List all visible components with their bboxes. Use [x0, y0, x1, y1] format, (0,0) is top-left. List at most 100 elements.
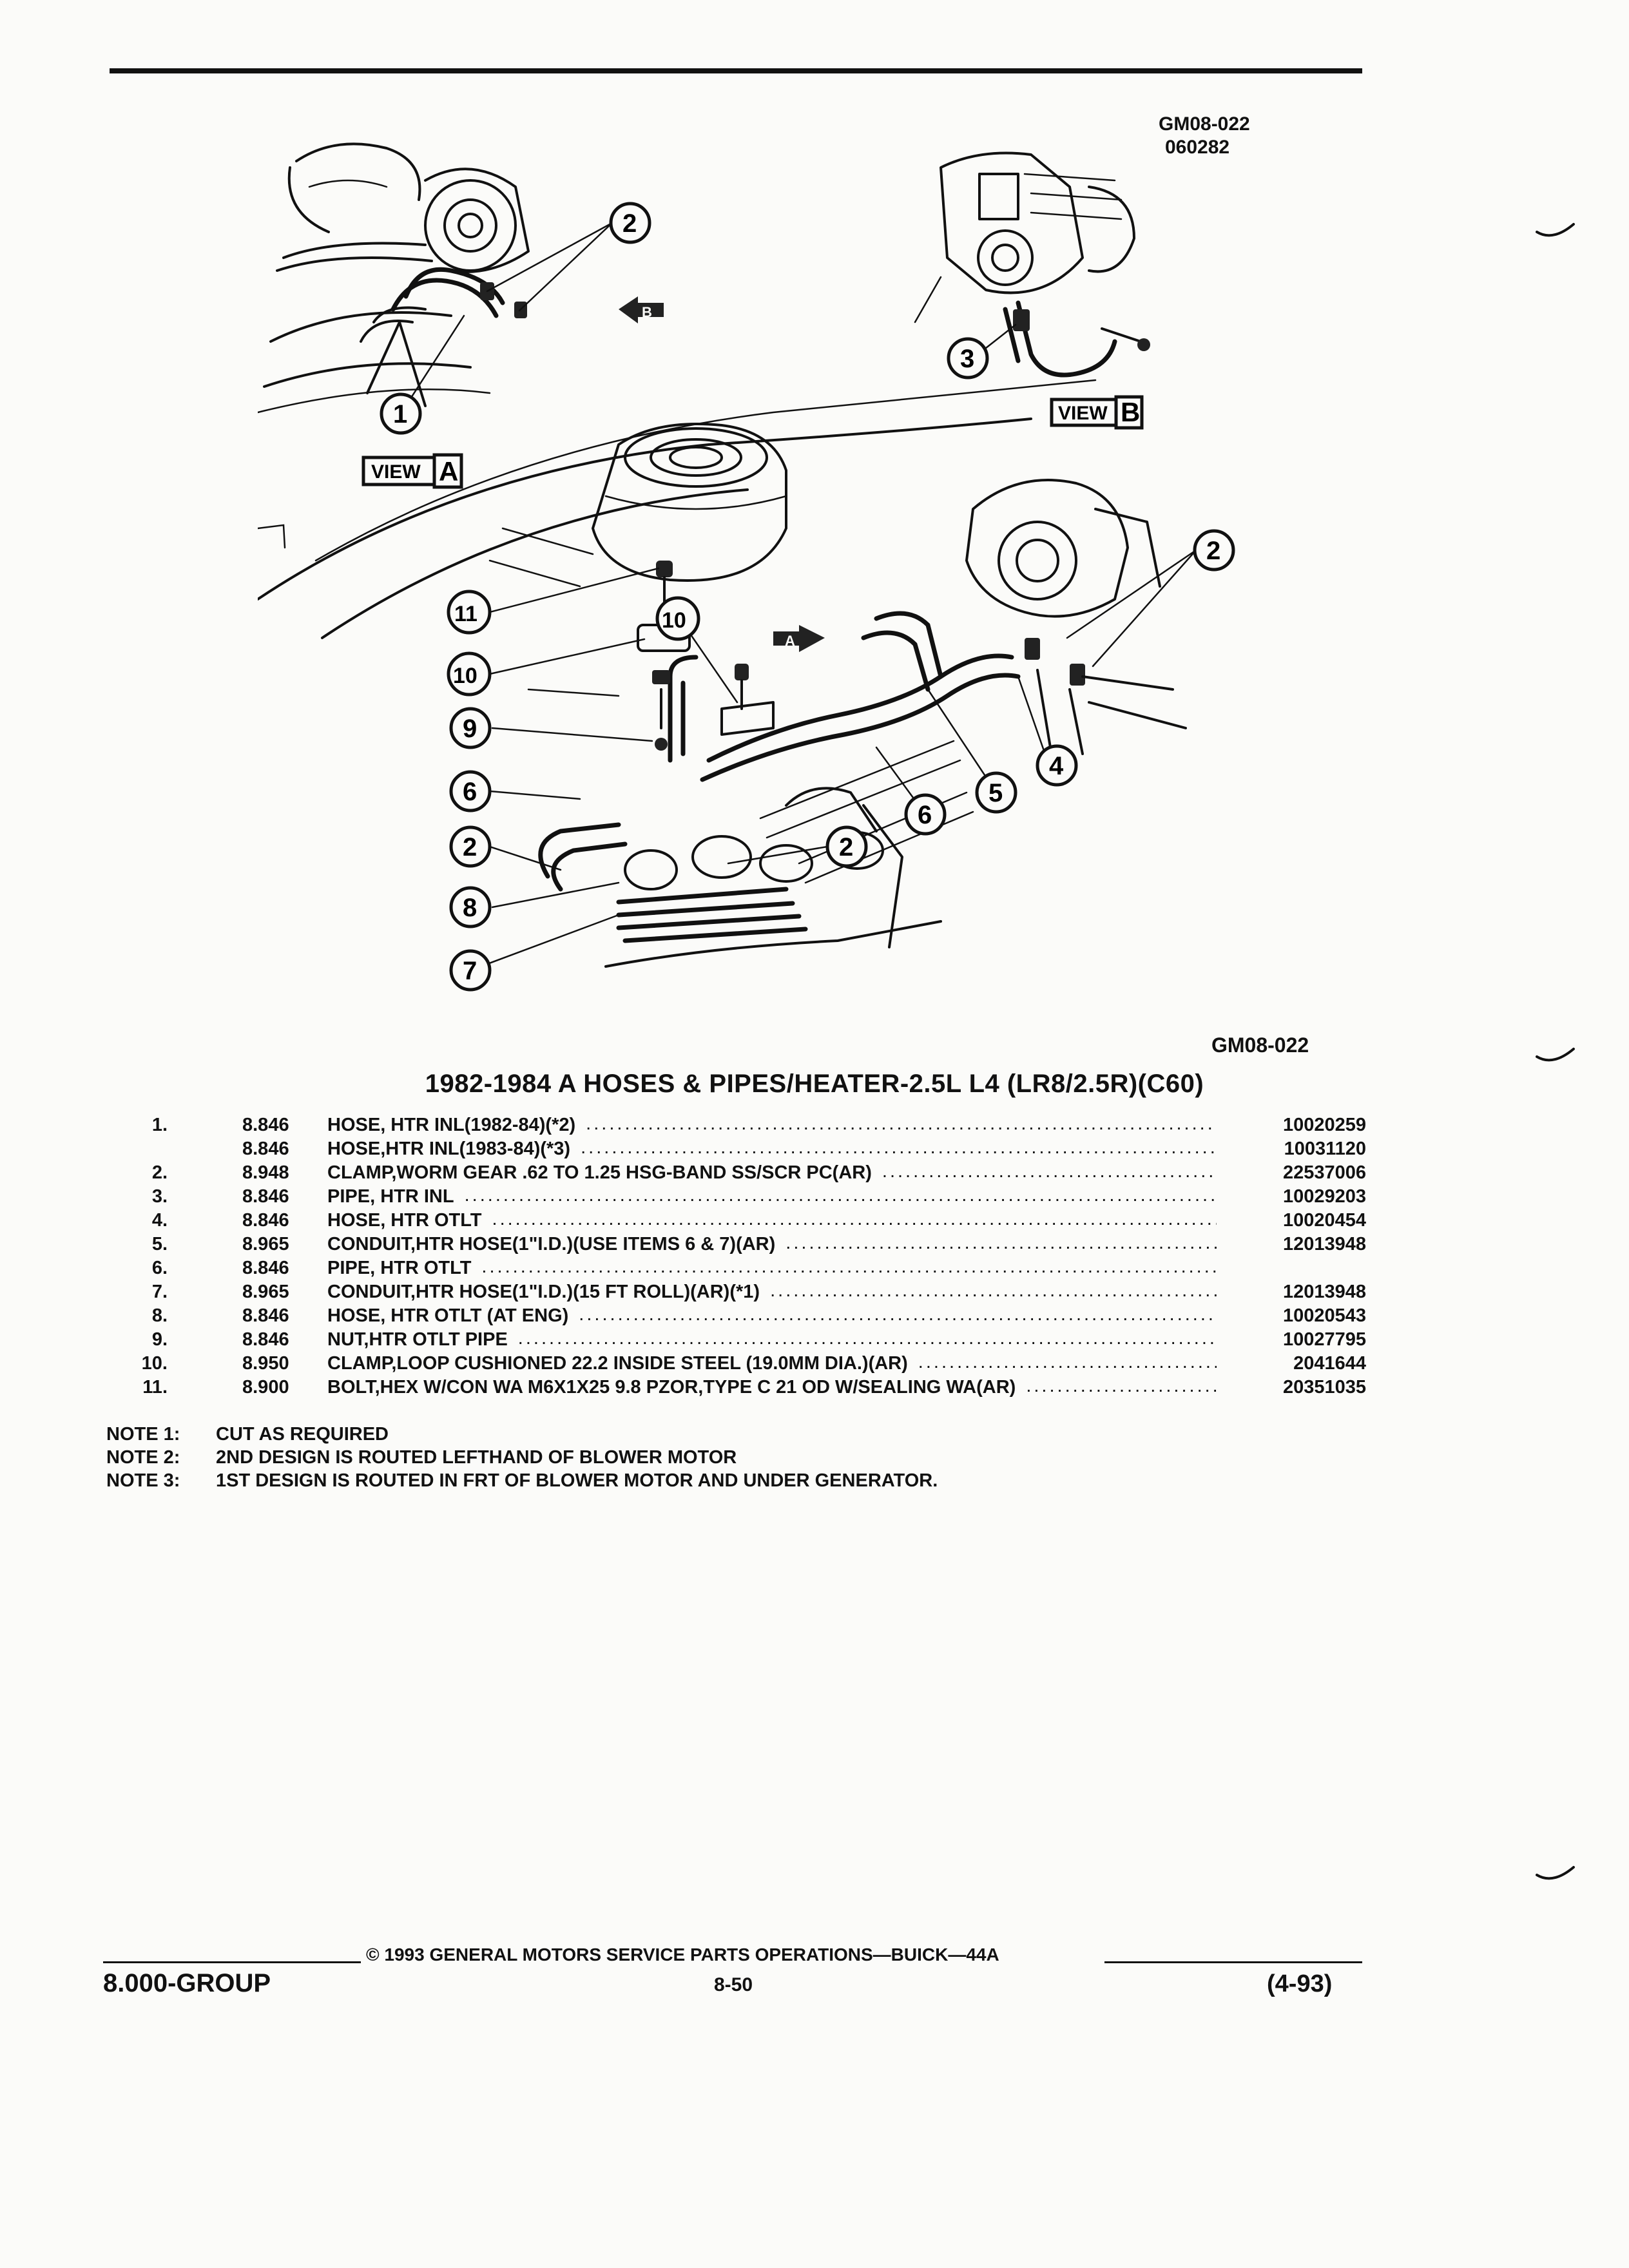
item-number: 10.	[141, 1353, 168, 1374]
part-name: HOSE	[327, 1115, 381, 1135]
group-number: 8.846	[242, 1139, 289, 1159]
part-description: CLAMP,LOOP CUSHIONED 22.2 INSIDE STEEL (…	[327, 1352, 908, 1376]
svg-text:B: B	[642, 304, 652, 320]
part-number: 10020454	[1282, 1210, 1366, 1231]
part-number: 10027795	[1282, 1329, 1366, 1350]
svg-text:2: 2	[1206, 537, 1220, 565]
part-description: HOSE, HTR INL(1982-84)(*2)	[327, 1113, 575, 1137]
note-label: NOTE 3:	[106, 1470, 180, 1491]
item-number: 4.	[151, 1210, 168, 1231]
svg-text:11: 11	[454, 602, 477, 626]
svg-text:4: 4	[1049, 752, 1064, 780]
note-row: NOTE 3: 1ST DESIGN IS ROUTED IN FRT OF BL…	[106, 1469, 938, 1492]
part-description: HOSE,HTR INL(1983-84)(*3)	[327, 1137, 570, 1161]
item-number: 2.	[151, 1162, 168, 1183]
leader-dots: ........................................…	[579, 1304, 1217, 1325]
part-qualifier: , HTR OTLT	[380, 1210, 482, 1231]
callout-2: 2	[609, 202, 651, 244]
group-number: 8.950	[242, 1353, 289, 1374]
part-name: HOSE	[327, 1139, 381, 1159]
part-description: PIPE, HTR INL	[327, 1185, 454, 1209]
svg-text:B: B	[1121, 397, 1140, 427]
callout-11: 11	[447, 590, 492, 635]
part-name: CLAMP	[327, 1162, 392, 1183]
note-text: 2ND DESIGN IS ROUTED LEFTHAND OF BLOWER …	[216, 1447, 737, 1468]
group-number: 8.965	[242, 1234, 289, 1254]
footer-rule-left-segment	[103, 1961, 361, 1963]
group-number: 8.846	[242, 1186, 289, 1207]
group-number: 8.965	[242, 1282, 289, 1302]
svg-text:1: 1	[393, 400, 407, 428]
part-number: 2041644	[1293, 1353, 1366, 1374]
callout-10-left: 10	[447, 651, 492, 697]
callout-10-top: 10	[655, 596, 700, 641]
item-number: 8.	[151, 1305, 168, 1326]
group-number: 8.900	[242, 1377, 289, 1398]
leader-dots: ........................................…	[581, 1137, 1217, 1158]
part-description: CONDUIT,HTR HOSE(1"I.D.)(USE ITEMS 6 & 7…	[327, 1233, 775, 1256]
part-row: 5. 8.965 CONDUIT,HTR HOSE(1"I.D.)(USE ITEM…	[129, 1233, 1366, 1256]
main-engine-view	[258, 379, 1187, 968]
svg-text:5: 5	[988, 779, 1003, 807]
part-qualifier: ,LOOP CUSHIONED 22.2 INSIDE STEEL (19.0M…	[391, 1353, 908, 1374]
part-row: 8. 8.846 HOSE, HTR OTLT (AT ENG)..........…	[129, 1304, 1366, 1328]
svg-text:2: 2	[463, 833, 477, 861]
part-qualifier: ,HTR HOSE(1"I.D.)(15 FT ROLL)(AR)(*1)	[410, 1282, 760, 1302]
part-qualifier: , HTR OTLT	[370, 1258, 472, 1278]
part-row: 8.846 HOSE,HTR INL(1983-84)(*3)..........…	[129, 1137, 1366, 1161]
part-number: 12013948	[1282, 1234, 1366, 1254]
callout-6-right: 6	[904, 793, 947, 836]
part-description: HOSE, HTR OTLT	[327, 1209, 482, 1233]
callout-5: 5	[975, 771, 1017, 814]
part-qualifier: ,WORM GEAR .62 TO 1.25 HSG-BAND SS/SCR P…	[391, 1162, 872, 1183]
part-name: NUT	[327, 1329, 364, 1350]
item-number: 7.	[151, 1282, 168, 1302]
note-text: 1ST DESIGN IS ROUTED IN FRT OF BLOWER MO…	[216, 1470, 938, 1491]
leader-dots: ........................................…	[481, 1256, 1217, 1277]
leader-dots: ........................................…	[882, 1161, 1217, 1182]
footer-group: 8.000-GROUP	[103, 1969, 271, 1997]
part-qualifier: , HTR OTLT (AT ENG)	[380, 1305, 569, 1326]
group-number: 8.846	[242, 1329, 289, 1350]
note-text: CUT AS REQUIRED	[216, 1424, 389, 1445]
view-b-inset	[914, 151, 1150, 378]
callout-2-left: 2	[449, 825, 492, 868]
item-number: 11.	[142, 1377, 168, 1398]
leader-dots: ........................................…	[918, 1352, 1217, 1372]
figure-code-top: GM08-022	[1159, 113, 1250, 135]
svg-text:7: 7	[463, 957, 477, 985]
leader-dots: ........................................…	[770, 1280, 1217, 1301]
part-qualifier: , HTR INL	[370, 1186, 454, 1207]
part-name: HOSE	[327, 1305, 381, 1326]
item-number: 3.	[151, 1186, 168, 1207]
part-qualifier: ,HTR HOSE(1"I.D.)(USE ITEMS 6 & 7)(AR)	[410, 1234, 776, 1254]
page-title: 1982-1984 A HOSES & PIPES/HEATER-2.5L L4…	[425, 1070, 1204, 1098]
callout-3: 3	[947, 337, 989, 380]
part-name: HOSE	[327, 1210, 381, 1231]
leader-dots: ........................................…	[492, 1209, 1217, 1229]
part-number: 12013948	[1282, 1282, 1366, 1302]
group-number: 8.846	[242, 1305, 289, 1326]
group-number: 8.948	[242, 1162, 289, 1183]
part-number: 10031120	[1284, 1139, 1366, 1159]
part-name: PIPE	[327, 1258, 371, 1278]
callout-leaders	[400, 222, 1197, 968]
group-number: 8.846	[242, 1210, 289, 1231]
leader-dots: .............................	[1026, 1376, 1217, 1396]
group-number: 8.846	[242, 1115, 289, 1135]
part-qualifier: , HTR INL(1982-84)(*2)	[380, 1115, 576, 1135]
callout-2-right: 2	[1193, 529, 1235, 572]
item-number: 9.	[151, 1329, 168, 1350]
note-row: NOTE 1:CUT AS REQUIRED	[106, 1423, 938, 1446]
leader-dots: ........................................…	[586, 1113, 1217, 1134]
svg-text:2: 2	[839, 833, 853, 861]
svg-text:6: 6	[918, 801, 932, 829]
item-number: 5.	[151, 1234, 168, 1254]
svg-text:9: 9	[463, 715, 477, 743]
svg-text:A: A	[785, 633, 795, 649]
part-number: 10020543	[1282, 1305, 1366, 1326]
